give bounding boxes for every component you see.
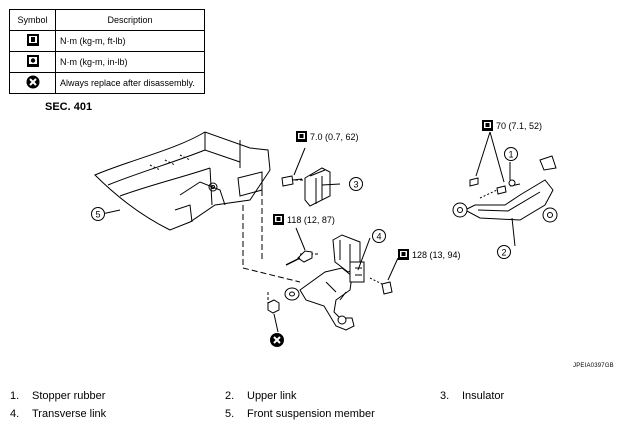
callout-4 bbox=[372, 229, 386, 243]
list-item: 3. Insulator bbox=[440, 390, 504, 402]
part-name: Upper link bbox=[247, 390, 297, 402]
upper-link-drawing bbox=[452, 155, 558, 223]
legend-row-3-description: Always replace after disassembly. bbox=[55, 72, 205, 94]
callout-1 bbox=[504, 147, 518, 161]
legend-row-3-icon-cell bbox=[9, 72, 56, 94]
legend-row-1-icon-cell bbox=[9, 30, 56, 52]
insulator-drawing bbox=[304, 167, 331, 207]
list-item: 5. Front suspension member bbox=[225, 408, 375, 420]
list-item: 4. Transverse link bbox=[10, 408, 106, 420]
part-number: 1. bbox=[10, 390, 20, 402]
callout-3 bbox=[349, 177, 363, 191]
torque-label-insulator-bolt: 7.0 (0.7, 62) bbox=[310, 132, 359, 142]
part-number: 5. bbox=[225, 408, 235, 420]
part-number: 2. bbox=[225, 390, 235, 402]
callout-2 bbox=[497, 245, 511, 259]
callout-5 bbox=[91, 207, 105, 221]
callout-1-number: 1 bbox=[508, 150, 513, 160]
reference-code: JPEIA0397GB bbox=[573, 363, 614, 369]
callout-2-number: 2 bbox=[501, 248, 506, 258]
callout-3-number: 3 bbox=[353, 180, 358, 190]
part-name: Transverse link bbox=[32, 408, 107, 420]
always-replace-icon bbox=[270, 333, 284, 347]
torque-wrench-icon bbox=[296, 131, 307, 142]
torque-label-transverse-link-front-bolt: 118 (12, 87) bbox=[287, 215, 335, 225]
torque-wrench-icon bbox=[482, 120, 493, 131]
part-number: 4. bbox=[10, 408, 20, 420]
section-label: SEC. 401 bbox=[45, 101, 93, 113]
callout-5-number: 5 bbox=[95, 210, 100, 220]
always-replace-icon bbox=[26, 75, 39, 89]
part-name: Insulator bbox=[462, 390, 505, 402]
part-number: 3. bbox=[440, 390, 450, 402]
legend-table: Symbol Description N·m (kg-m, ft-lb) N·m… bbox=[9, 9, 205, 94]
front-suspension-member-drawing bbox=[94, 131, 271, 231]
transverse-link-drawing bbox=[284, 234, 365, 331]
torque-label-upper-link-bolt: 70 (7.1, 52) bbox=[496, 121, 542, 131]
torque-wrench-inlb-icon bbox=[26, 55, 39, 67]
list-item: 1. Stopper rubber bbox=[10, 390, 105, 402]
list-item: 2. Upper link bbox=[225, 390, 297, 402]
torque-wrench-icon bbox=[26, 34, 39, 46]
torque-label-transverse-link-rear-bolt: 128 (13, 94) bbox=[412, 250, 461, 260]
part-name: Stopper rubber bbox=[32, 390, 106, 402]
torque-wrench-icon bbox=[398, 249, 409, 260]
part-name: Front suspension member bbox=[247, 408, 375, 420]
torque-wrench-icon bbox=[273, 214, 284, 225]
callout-4-number: 4 bbox=[376, 232, 381, 242]
